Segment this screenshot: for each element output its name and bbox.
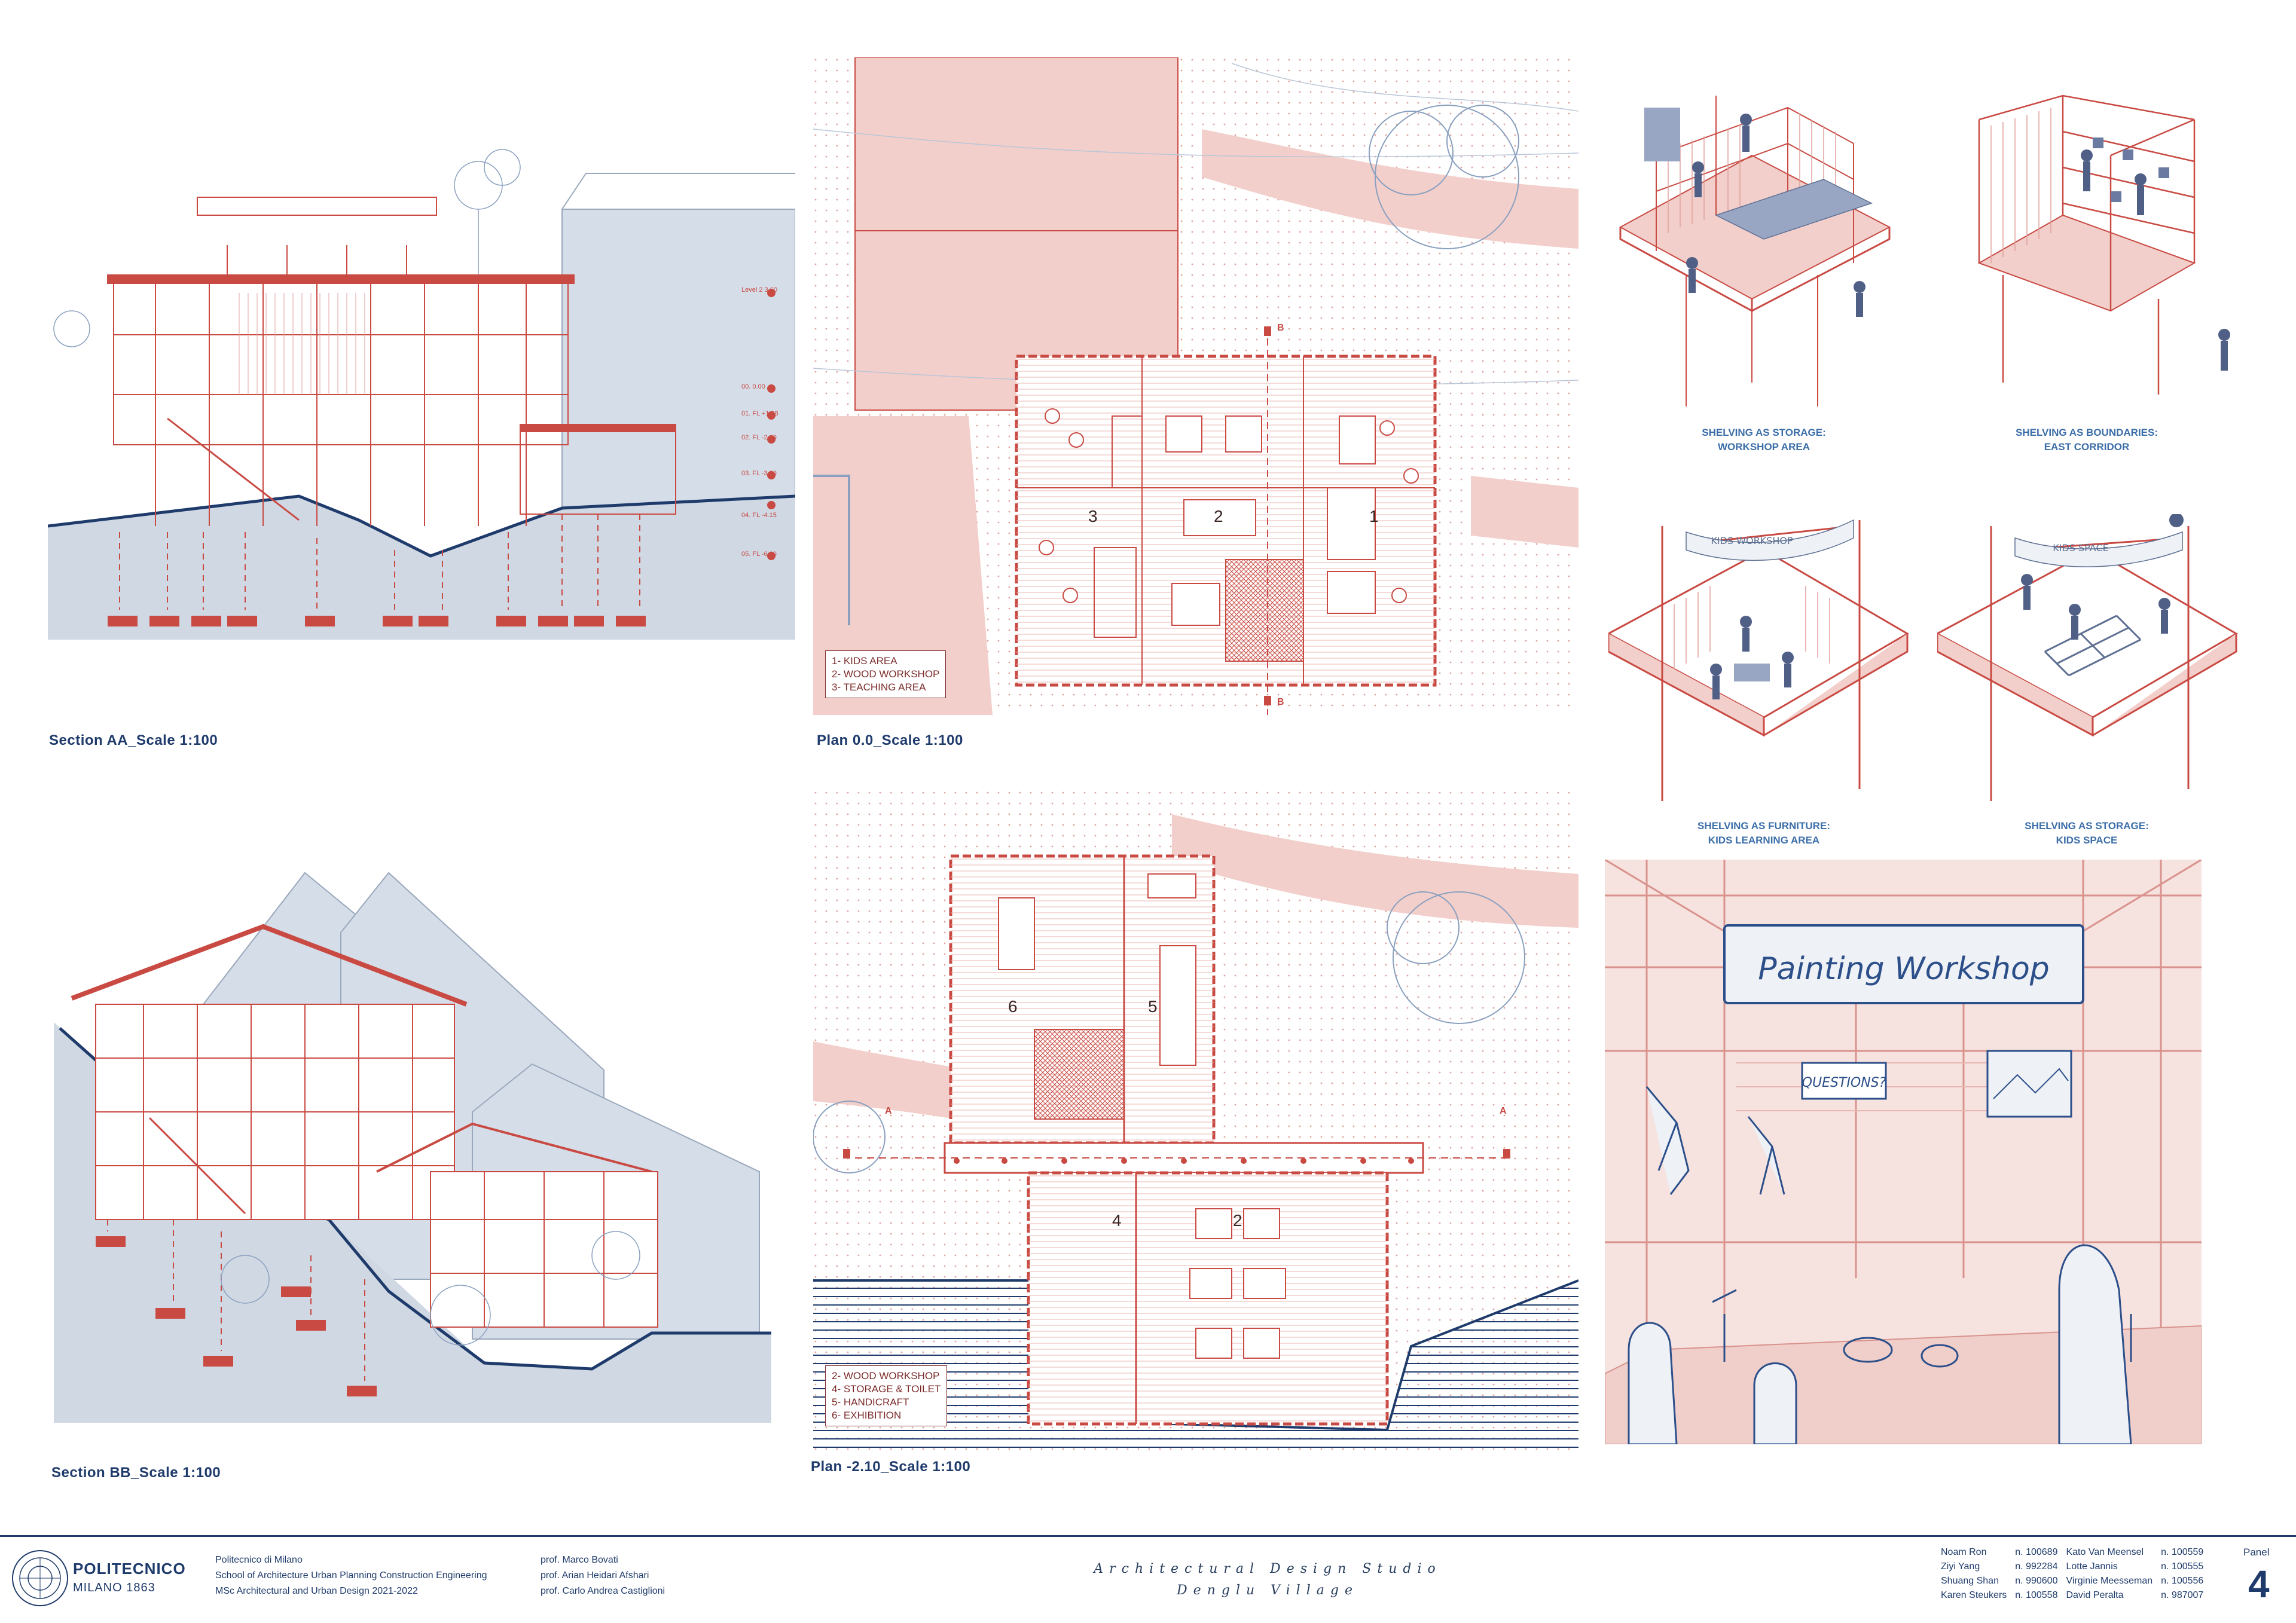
legend-item: 1- KIDS AREA — [832, 655, 897, 667]
team-row: Shuang Shan n. 990600 Virginie Meesseman n.… — [1941, 1574, 2212, 1588]
level-label: 02. FL -2.10 — [741, 434, 777, 441]
panel-number: 4 — [2248, 1563, 2270, 1606]
plan-210-legend: 2- WOOD WORKSHOP 4- STORAGE & TOILET 5- … — [825, 1365, 948, 1426]
team-name: Virginie Meesseman — [2066, 1576, 2153, 1586]
axo-label-line: KIDS LEARNING AREA — [1708, 835, 1820, 846]
plan-00-drawing — [813, 57, 1578, 715]
axo-workshop-area — [1608, 84, 1919, 418]
legend-item: 5- HANDICRAFT — [832, 1396, 909, 1408]
axo-label-line: SHELVING AS STORAGE: — [2025, 820, 2149, 832]
team-id: n. 987007 — [2161, 1590, 2204, 1600]
axo-banner: KIDS SPACE — [2053, 542, 2109, 554]
room-number: 6 — [1008, 997, 1018, 1016]
cut-label-a: A — [1500, 1106, 1507, 1116]
axo-label-line: KIDS SPACE — [2056, 835, 2118, 846]
team-name: Noam Ron — [1941, 1547, 1987, 1557]
level-label: Level 2 3.60 — [741, 286, 777, 294]
team-name: Karen Steukers — [1941, 1590, 2007, 1600]
plan-210-drawing — [813, 790, 1578, 1453]
level-label: 05. FL -6.00 — [741, 551, 777, 558]
team-id: n. 100556 — [2161, 1576, 2204, 1586]
studio-title: Architectural Design Studio — [1094, 1561, 1442, 1576]
render-banner: Painting Workshop — [1758, 951, 2050, 987]
section-aa-caption: Section AA_Scale 1:100 — [49, 732, 218, 748]
cut-label-b: B — [1277, 697, 1284, 707]
axo-banner: KIDS WORKSHOP — [1711, 535, 1793, 546]
logo-name: POLITECNICO — [73, 1560, 186, 1578]
section-bb-caption: Section BB_Scale 1:100 — [51, 1465, 221, 1481]
axo-label: SHELVING AS STORAGE: KIDS SPACE — [1973, 819, 2200, 848]
axo-kids-learning-area: KIDS WORKSHOP — [1608, 514, 1919, 813]
team-id: n. 100558 — [2015, 1590, 2058, 1600]
logo-sub: MILANO 1863 — [73, 1581, 155, 1594]
room-number: 5 — [1148, 997, 1158, 1016]
team-id: n. 100689 — [2015, 1547, 2058, 1557]
level-label: 01. FL +1.28 — [741, 410, 778, 417]
axo-label: SHELVING AS FURNITURE: KIDS LEARNING ARE… — [1650, 819, 1877, 848]
politecnico-logo — [12, 1550, 68, 1606]
studio-block: Architectural Design Studio Denglu Villa… — [1064, 1558, 1471, 1601]
professor-name: prof. Marco Bovati — [541, 1555, 618, 1565]
section-aa-drawing — [48, 137, 795, 640]
axo-label-line: EAST CORRIDOR — [2044, 441, 2130, 453]
cut-label-b: B — [1277, 323, 1284, 333]
team-id: n. 992284 — [2015, 1561, 2058, 1572]
team-id: n. 100555 — [2161, 1561, 2204, 1572]
plan-210-caption: Plan -2.10_Scale 1:100 — [811, 1459, 971, 1475]
team-row: Noam Ron n. 100689 Kato Van Meensel n. 1005… — [1941, 1545, 2212, 1560]
axo-label-line: SHELVING AS FURNITURE: — [1697, 820, 1830, 832]
level-label: 03. FL -3.00 — [741, 470, 777, 477]
professor-name: prof. Arian Heidari Afshari — [541, 1570, 649, 1581]
painting-workshop-render: Painting Workshop QUESTIONS? — [1605, 860, 2202, 1444]
school-line: Politecnico di Milano — [215, 1555, 303, 1565]
professor-name: prof. Carlo Andrea Castiglioni — [541, 1586, 665, 1596]
axo-label: SHELVING AS BOUNDARIES: EAST CORRIDOR — [1973, 426, 2200, 454]
axo-label-line: WORKSHOP AREA — [1718, 441, 1810, 453]
team-name: Shuang Shan — [1941, 1576, 1999, 1586]
legend-item: 3- TEACHING AREA — [832, 681, 926, 693]
professors: prof. Marco Bovati prof. Arian Heidari A… — [541, 1552, 665, 1599]
footer-bar: POLITECNICO MILANO 1863 Politecnico di M… — [0, 1535, 2296, 1623]
legend-item: 2- WOOD WORKSHOP — [832, 1370, 940, 1381]
axo-label: SHELVING AS STORAGE: WORKSHOP AREA — [1650, 426, 1877, 454]
room-number: 4 — [1112, 1211, 1122, 1230]
school-line: School of Architecture Urban Planning Co… — [215, 1570, 487, 1581]
render-sign: QUESTIONS? — [1802, 1075, 1886, 1090]
team-list: Noam Ron n. 100689 Kato Van Meensel n. 1005… — [1941, 1545, 2212, 1603]
team-name: Kato Van Meensel — [2066, 1547, 2144, 1557]
team-row: Ziyi Yang n. 992284 Lotte Jannis n. 100555 — [1941, 1560, 2212, 1574]
team-row: Karen Steukers n. 100558 David Peralta n. 9… — [1941, 1588, 2212, 1603]
room-number: 2 — [1214, 507, 1223, 525]
section-bb-drawing — [54, 861, 771, 1423]
school-info: Politecnico di Milano School of Architec… — [215, 1552, 487, 1599]
team-id: n. 100559 — [2161, 1547, 2204, 1557]
room-number: 3 — [1088, 507, 1098, 525]
panel-label: Panel — [2243, 1546, 2270, 1558]
axo-east-corridor — [1943, 84, 2242, 418]
room-number: 2 — [1233, 1211, 1242, 1230]
school-line: MSc Architectural and Urban Design 2021-… — [215, 1586, 418, 1596]
studio-subtitle: Denglu Village — [1177, 1583, 1358, 1598]
plan-00-legend: 1- KIDS AREA 2- WOOD WORKSHOP 3- TEACHIN… — [825, 650, 947, 698]
axo-label-line: SHELVING AS STORAGE: — [1702, 427, 1826, 438]
team-name: Lotte Jannis — [2066, 1561, 2118, 1572]
room-number: 1 — [1369, 507, 1379, 525]
team-name: Ziyi Yang — [1941, 1561, 1980, 1572]
legend-item: 2- WOOD WORKSHOP — [832, 668, 940, 680]
legend-item: 6- EXHIBITION — [832, 1410, 902, 1421]
cut-label-a: A — [885, 1106, 892, 1116]
plan-00-caption: Plan 0.0_Scale 1:100 — [817, 732, 963, 748]
axo-label-line: SHELVING AS BOUNDARIES: — [2015, 427, 2158, 438]
team-id: n. 990600 — [2015, 1576, 2058, 1586]
team-name: David Peralta — [2066, 1590, 2124, 1600]
legend-item: 4- STORAGE & TOILET — [832, 1383, 941, 1395]
level-label: 00. 0.00 — [741, 383, 765, 390]
axo-kids-space: KIDS SPACE — [1937, 514, 2248, 813]
level-label: 04. FL -4.15 — [741, 512, 777, 519]
